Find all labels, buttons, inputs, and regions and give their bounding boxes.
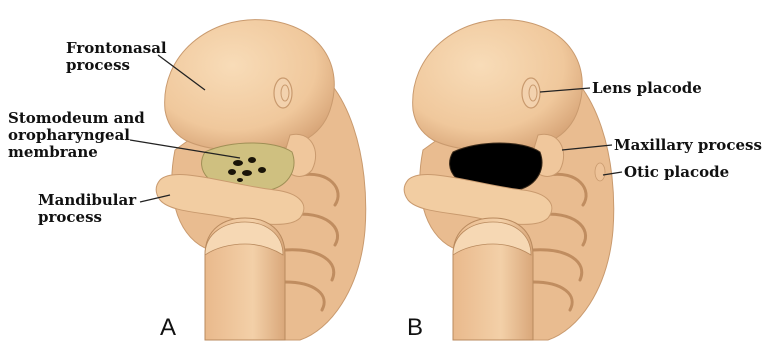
- label-otic-placode: Otic placode: [624, 164, 729, 181]
- label-lens-placode: Lens placode: [592, 80, 702, 97]
- embryo-b-head: [413, 20, 583, 151]
- label-maxillary-process: Maxillary process: [614, 137, 762, 154]
- panel-letter-b: B: [407, 314, 423, 342]
- embryo-b-otic-placode: [595, 163, 605, 181]
- embryo-b: [404, 20, 613, 340]
- panel-letter-a: A: [160, 314, 176, 342]
- embryo-a: [156, 20, 365, 340]
- label-stomodeum-membrane: Stomodeum and oropharyngeal membrane: [8, 110, 145, 161]
- label-mandibular-process: Mandibular process: [38, 192, 136, 226]
- label-frontonasal-process: Frontonasal process: [66, 40, 167, 74]
- embryo-a-head: [165, 20, 335, 151]
